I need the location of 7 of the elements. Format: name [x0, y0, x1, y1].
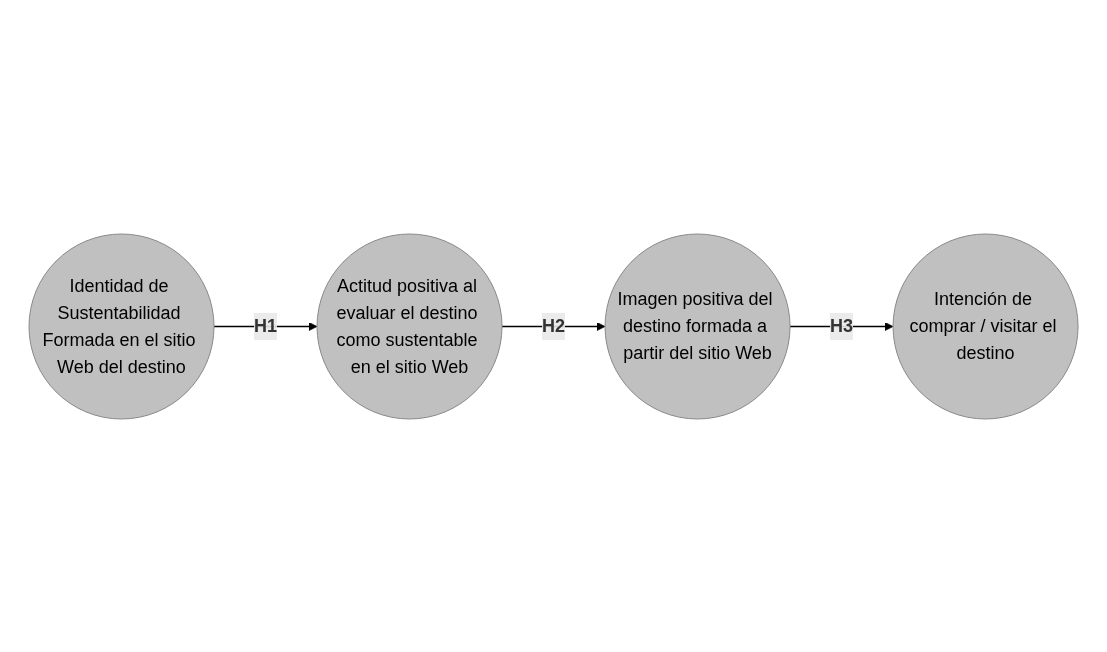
node-circle: Imagen positiva del destino formada a partir del sitio Web	[604, 233, 791, 419]
edge-label: H1	[253, 315, 277, 336]
node-circle: Identidad de Sustentabilidad Formada en el sitio Web del destino	[28, 233, 215, 419]
edge-label: H3	[830, 315, 854, 336]
node-circle: Actitud positiva al evaluar el destino como sustentable en el sitio Web	[316, 233, 503, 419]
node-circle: Intención de comprar / visitar el destino	[892, 233, 1079, 419]
edge-label: H2	[541, 315, 565, 336]
